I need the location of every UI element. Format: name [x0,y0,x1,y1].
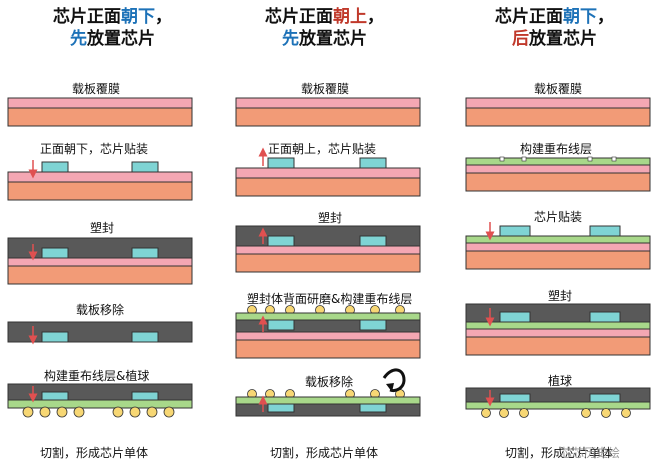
col2-step4-label: 塑封体背面研磨&构建重布线层 [247,292,413,306]
col1-step1-stack [7,97,193,127]
col1-step1-label: 载板覆膜 [72,82,121,96]
col2-title: 芯片正面朝上， 先放置芯片 [265,7,384,49]
col3-step2-label: 构建重布线层 [520,142,593,156]
col1-step2-label: 正面朝下，芯片贴装 [40,142,149,156]
col2-step5-label: 载板移除 [305,375,354,389]
col2-footer: 切割，形成芯片单体 [270,446,379,460]
col2-step5-stack [235,368,421,417]
col1-step2-stack [7,160,193,201]
col3-step4-label: 塑封 [548,289,573,303]
col3-step1-stack [465,97,651,127]
col3-title: 芯片正面朝下， 后放置芯片 [495,7,614,49]
col2-step1-stack [235,97,421,127]
col1-step3-stack [7,237,193,285]
flip-arrow-icon [382,368,406,392]
col2-step4-stack [235,305,421,359]
watermark: 芯芯历史绘 [560,446,621,460]
col1-step3-label: 塑封 [90,221,115,235]
col3-step3-stack [465,222,651,270]
col3-step1-label: 载板覆膜 [534,82,583,96]
col2-step3-label: 塑封 [318,211,343,225]
col3-footer: 切割，形成芯片单体 [505,446,614,460]
col3-step4-stack [465,303,651,356]
col1-step4-label: 载板移除 [76,303,125,317]
col1-step5-stack [7,383,193,418]
col2-step1-label: 载板覆膜 [301,82,350,96]
col1-step4-stack [7,321,193,345]
col2-step2-stack [235,147,421,197]
col1-title: 芯片正面朝下， 先放置芯片 [53,7,172,49]
col2-step3-stack [235,225,421,273]
col3-step5-stack [465,387,651,418]
col3-step3-label: 芯片贴装 [534,210,583,224]
col1-footer: 切割，形成芯片单体 [40,446,149,460]
col1-step5-label: 构建重布线层&植球 [44,369,150,383]
col3-step5-label: 植球 [548,374,573,388]
col3-step2-stack [465,156,651,192]
col2-step2-label: 正面朝上，芯片贴装 [268,142,377,156]
